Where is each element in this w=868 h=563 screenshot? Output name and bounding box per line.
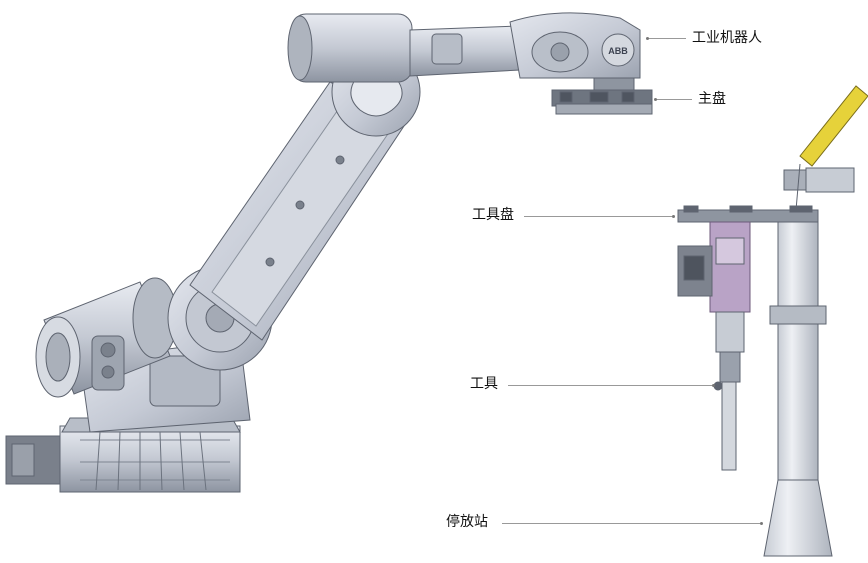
docking-station-label: 停放站 (446, 514, 488, 530)
docking-station-leader-dot (760, 522, 763, 525)
tool (677, 221, 751, 471)
tool-label: 工具 (470, 376, 498, 392)
tool-plate-label: 工具盘 (472, 207, 514, 223)
tool-plate-leader-line (524, 216, 672, 217)
post-clamp (769, 305, 827, 325)
master-plate-leader-line (656, 99, 692, 100)
counterbalance-motor (35, 277, 178, 398)
tool-leader-line (508, 385, 712, 386)
sensor-bracket (783, 85, 868, 211)
docking-station-leader-line (502, 523, 760, 524)
robot-label: 工业机器人 (692, 30, 762, 46)
docking-station (677, 85, 868, 557)
robot-leader-dot (646, 37, 649, 40)
robot-leader-line (648, 38, 686, 39)
master-plate (551, 77, 653, 115)
station-post (777, 215, 819, 481)
tool-plate-leader-dot (672, 215, 675, 218)
master-plate-label: 主盘 (698, 91, 726, 107)
upper-arm: ABB (287, 12, 641, 83)
tool-plate (677, 205, 819, 223)
brand-logo: ABB (608, 46, 628, 56)
station-base (763, 479, 833, 557)
tool-leader-dot (712, 384, 715, 387)
industrial-robot: ABB (5, 12, 653, 493)
master-plate-leader-dot (654, 98, 657, 101)
